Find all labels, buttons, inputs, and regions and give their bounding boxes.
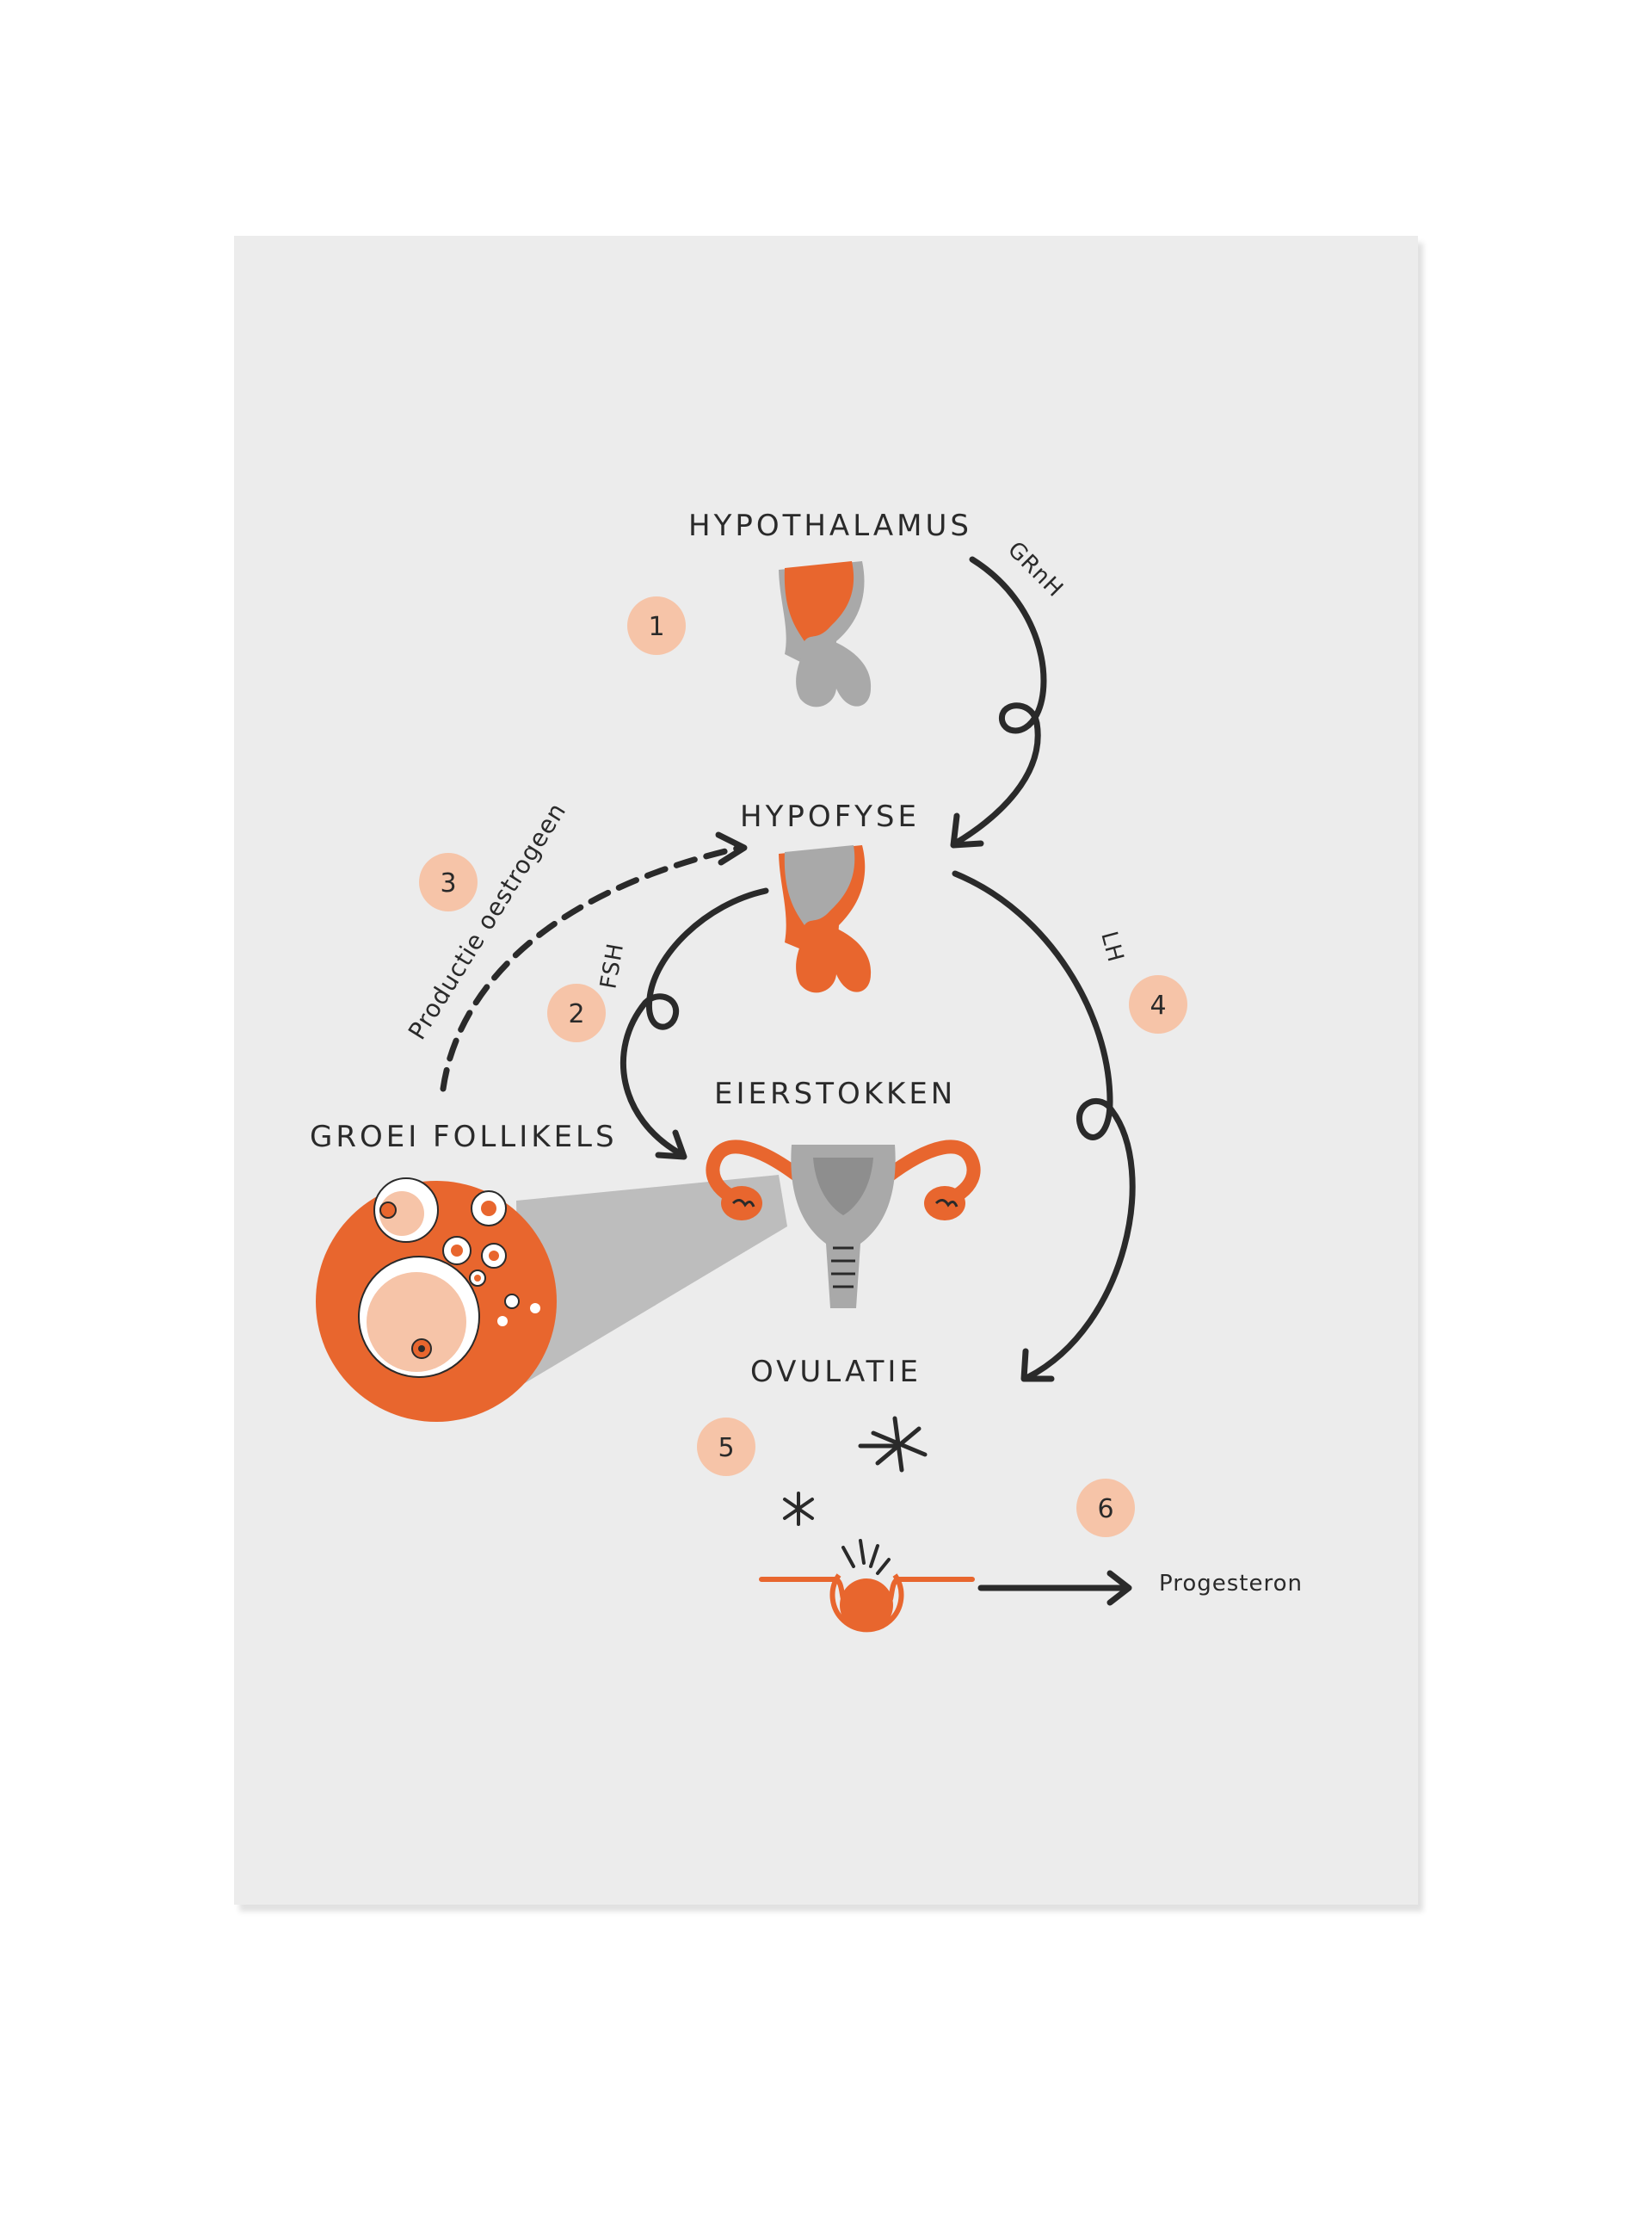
lh-label: LH — [1095, 929, 1128, 966]
step-badge-6: 6 — [1076, 1479, 1135, 1537]
step-badge-2: 2 — [547, 984, 606, 1042]
step-badge-5: 5 — [697, 1418, 755, 1476]
step-number-5: 5 — [718, 1433, 734, 1463]
fsh-arrow — [623, 891, 766, 1157]
groei-follikels-title: GROEI FOLLIKELS — [310, 1120, 618, 1154]
ovulatie-illustration — [761, 1418, 972, 1632]
step-number-6: 6 — [1097, 1494, 1113, 1524]
progesteron-arrow — [981, 1573, 1129, 1603]
sparkle-small-icon — [785, 1493, 812, 1524]
step-number-3: 3 — [440, 868, 456, 899]
oestrogeen-label: Productie oestrogeen — [403, 797, 572, 1044]
oestrogeen-dashed-arrow — [443, 835, 744, 1089]
step-badge-3: 3 — [419, 853, 478, 911]
hypofyse-illustration — [779, 845, 871, 992]
step-number-2: 2 — [568, 999, 584, 1029]
sparkle-icon — [860, 1418, 925, 1470]
step-badge-1: 1 — [627, 596, 686, 655]
ovulatie-title: OVULATIE — [750, 1355, 922, 1389]
step-number-1: 1 — [648, 612, 664, 642]
hypofyse-title: HYPOFYSE — [740, 800, 920, 834]
hypothalamus-title: HYPOTHALAMUS — [688, 509, 972, 543]
step-number-4: 4 — [1150, 991, 1166, 1021]
hypothalamus-illustration — [779, 561, 871, 707]
fsh-label: FSH — [595, 941, 629, 991]
eierstokken-illustration — [516, 1145, 974, 1386]
step-badge-4: 4 — [1129, 975, 1187, 1034]
progesteron-label: Progesteron — [1159, 1571, 1303, 1597]
grnh-arrow — [953, 559, 1044, 845]
eierstokken-title: EIERSTOKKEN — [714, 1077, 956, 1111]
